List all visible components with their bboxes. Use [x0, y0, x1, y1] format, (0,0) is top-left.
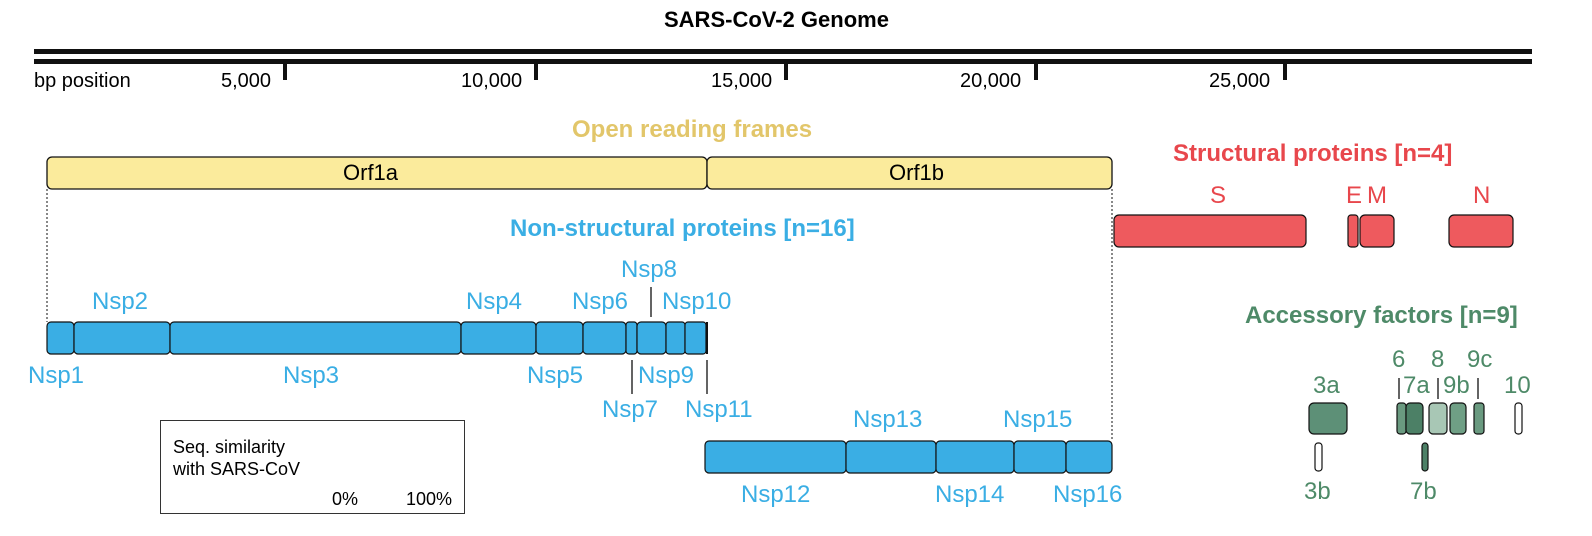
acc-9c-label: 9c	[1467, 346, 1493, 373]
nsp9-label: Nsp9	[638, 362, 695, 389]
legend-title-line1: Seq. similarity	[173, 437, 286, 457]
tick-10000	[534, 64, 538, 80]
nsp5-label: Nsp5	[527, 362, 584, 389]
nsp6-box	[582, 321, 627, 355]
nsp8-label: Nsp8	[621, 256, 678, 283]
nsp2-box	[73, 321, 171, 355]
e-protein-box	[1347, 214, 1359, 248]
acc-3b-box	[1314, 442, 1323, 472]
n-protein-box	[1448, 214, 1514, 248]
nsp4-label: Nsp4	[466, 288, 523, 315]
tick-5000	[283, 64, 287, 80]
nsp10-label: Nsp10	[662, 288, 732, 315]
tick-label-10000: 10,000	[461, 70, 523, 92]
genome-line-bottom	[34, 59, 1532, 64]
nsp13-label: Nsp13	[853, 406, 923, 433]
tick-15000	[784, 64, 788, 80]
diagram-title: SARS-CoV-2 Genome	[664, 7, 889, 32]
acc-10-box	[1514, 402, 1523, 435]
nsp3-label: Nsp3	[283, 362, 340, 389]
acc-3a-box	[1308, 402, 1348, 435]
acc-10-label: 10	[1504, 372, 1531, 399]
acc-7b-box	[1421, 442, 1429, 472]
nsp16-box	[1065, 440, 1113, 474]
orf-heading: Open reading frames	[572, 116, 813, 143]
nsp9-box	[665, 321, 686, 355]
legend-min-label: 0%	[332, 489, 359, 509]
nsp3-box	[169, 321, 462, 355]
m-protein-box	[1359, 214, 1395, 248]
tick-label-5000: 5,000	[221, 70, 272, 92]
tick-20000	[1034, 64, 1038, 80]
genome-line-top	[34, 49, 1532, 54]
n-label: N	[1473, 182, 1491, 209]
acc-3b-label: 3b	[1304, 478, 1331, 505]
acc-8-box	[1428, 402, 1448, 435]
nsp14-label: Nsp14	[935, 481, 1005, 508]
nsp5-box	[535, 321, 584, 355]
legend-title-line2: with SARS-CoV	[173, 459, 301, 479]
tick-label-15000: 15,000	[711, 70, 773, 92]
acc-7a-box	[1405, 402, 1424, 435]
legend-max-label: 100%	[406, 489, 453, 509]
s-protein-box	[1113, 214, 1307, 248]
acc-9b-box	[1449, 402, 1467, 435]
axis-label: bp position	[34, 70, 131, 92]
s-label: S	[1210, 182, 1227, 209]
nsp14-box	[935, 440, 1015, 474]
nsp-heading: Non-structural proteins [n=16]	[510, 215, 855, 242]
tick-label-20000: 20,000	[960, 70, 1022, 92]
acc-7a-label: 7a	[1403, 372, 1430, 399]
acc-9b-label: 9b	[1443, 372, 1470, 399]
orf1b-label: Orf1b	[889, 160, 945, 185]
nsp2-label: Nsp2	[92, 288, 149, 315]
legend-box	[160, 420, 465, 514]
tick-label-25000: 25,000	[1209, 70, 1271, 92]
nsp16-label: Nsp16	[1053, 481, 1123, 508]
e-label: E	[1346, 182, 1363, 209]
nsp1-box	[46, 321, 75, 355]
nsp15-box	[1013, 440, 1067, 474]
structural-heading: Structural proteins [n=4]	[1173, 140, 1453, 167]
orf1a-label: Orf1a	[343, 160, 399, 185]
nsp6-label: Nsp6	[572, 288, 629, 315]
nsp7-box	[625, 321, 638, 355]
acc-7b-label: 7b	[1410, 478, 1437, 505]
acc-6-box	[1396, 402, 1407, 435]
acc-3a-label: 3a	[1313, 372, 1340, 399]
nsp7-label: Nsp7	[602, 396, 659, 423]
m-label: M	[1367, 182, 1387, 209]
nsp11-label: Nsp11	[685, 396, 753, 423]
nsp15-label: Nsp15	[1003, 406, 1073, 433]
nsp1-label: Nsp1	[28, 362, 85, 389]
nsp13-box	[845, 440, 937, 474]
orf1b-box	[706, 156, 1113, 190]
nsp12-label: Nsp12	[741, 481, 811, 508]
acc-8-label: 8	[1431, 346, 1445, 373]
nsp8-box	[636, 321, 667, 355]
tick-25000	[1283, 64, 1287, 80]
accessory-heading: Accessory factors [n=9]	[1245, 302, 1518, 329]
nsp4-box	[460, 321, 537, 355]
nsp12-box	[704, 440, 847, 474]
acc-6-label: 6	[1392, 346, 1406, 373]
nsp10-box	[684, 321, 707, 355]
acc-9c-box	[1473, 402, 1485, 435]
